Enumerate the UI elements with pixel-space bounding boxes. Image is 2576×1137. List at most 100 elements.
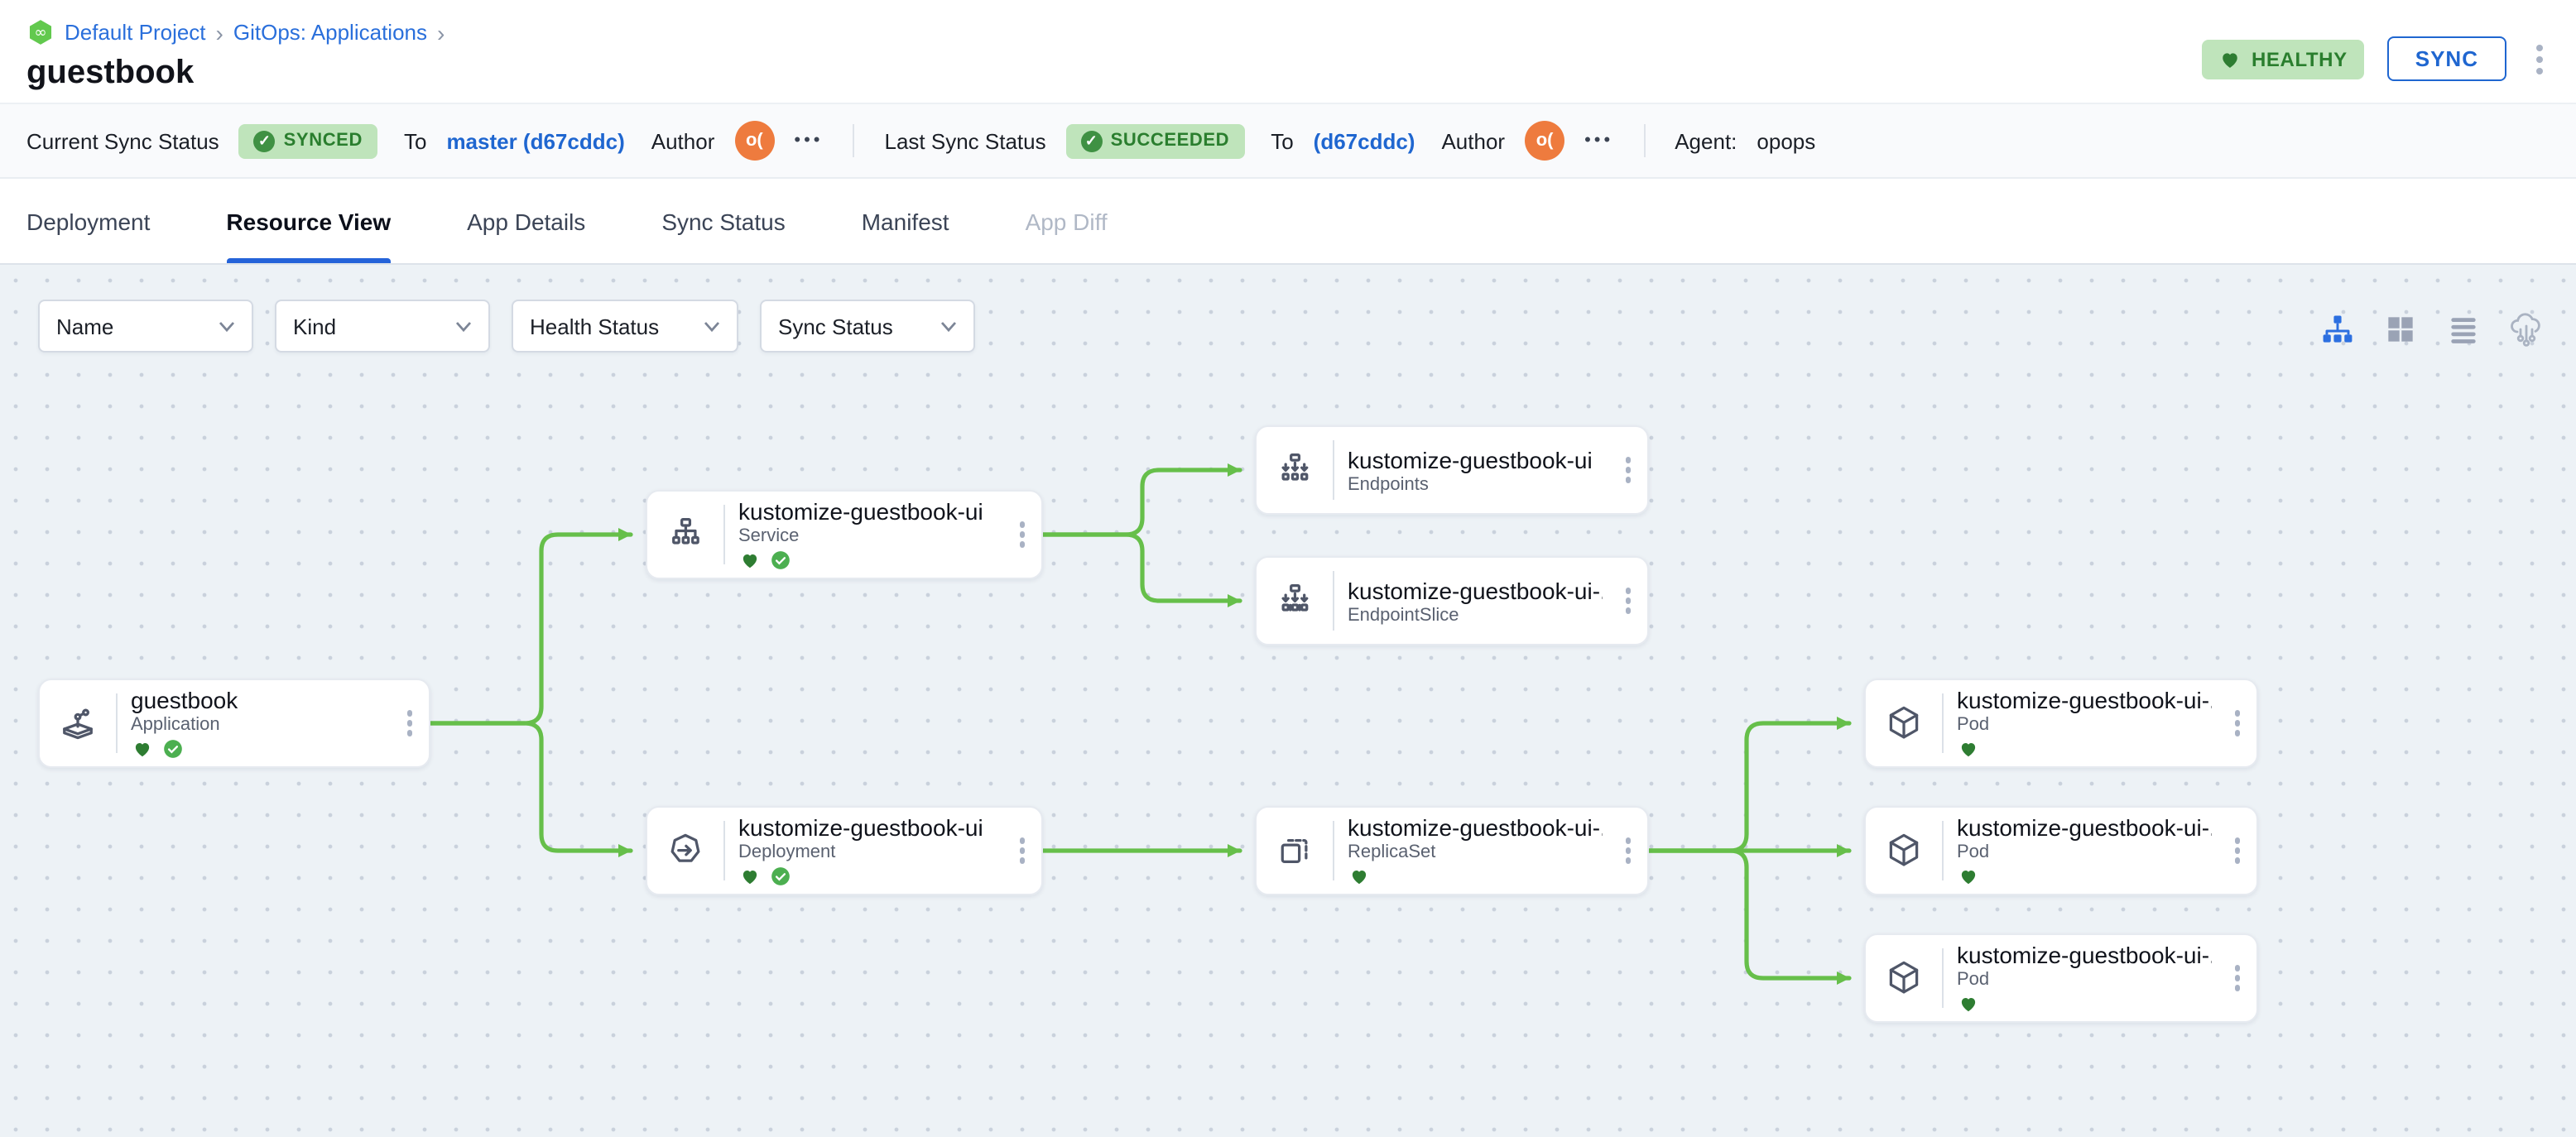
deployment-icon xyxy=(647,829,723,872)
sync-button[interactable]: SYNC xyxy=(2386,36,2506,81)
breadcrumb: ∞ Default Project › GitOps: Applications… xyxy=(26,0,2550,46)
healthy-heart-icon xyxy=(135,742,150,757)
succeeded-badge: ✓ SUCCEEDED xyxy=(1065,123,1245,158)
author-avatar[interactable]: o( xyxy=(1525,121,1565,161)
healthy-heart-icon xyxy=(1961,742,1976,757)
tab-manifest[interactable]: Manifest xyxy=(861,208,949,234)
tab-sync-status[interactable]: Sync Status xyxy=(661,208,786,234)
node-title: kustomize-guestbook-ui-... xyxy=(1348,577,1602,603)
filter-health-status-dropdown[interactable]: Health Status xyxy=(512,300,738,353)
service-icon xyxy=(647,513,723,556)
node-title: kustomize-guestbook-ui-... xyxy=(1957,942,2211,968)
node-kebab-menu-icon[interactable] xyxy=(396,701,422,746)
chevron-down-icon xyxy=(940,321,957,332)
commit-more-ellipsis[interactable]: ••• xyxy=(1584,131,1614,151)
node-title: kustomize-guestbook-ui xyxy=(738,498,983,525)
chevron-down-icon xyxy=(219,321,235,332)
healthy-heart-icon xyxy=(1961,997,1976,1012)
node-title: guestbook xyxy=(131,687,238,713)
node-kind: Pod xyxy=(1957,715,1990,735)
check-circle-icon: ✓ xyxy=(1080,130,1103,151)
health-status-badge: HEALTHY xyxy=(2201,39,2364,79)
breadcrumb-separator: › xyxy=(215,19,223,46)
node-kind: Service xyxy=(738,526,800,546)
node-kind: EndpointSlice xyxy=(1348,605,1459,625)
last-commit-link[interactable]: (d67cddc) xyxy=(1313,128,1415,153)
agent-value: opops xyxy=(1757,128,1816,153)
application-icon xyxy=(40,702,116,745)
node-pod-2[interactable]: kustomize-guestbook-ui-... Pod xyxy=(1864,806,2258,895)
author-label: Author xyxy=(1441,128,1506,153)
filter-name-dropdown[interactable]: Name xyxy=(38,300,253,353)
filter-label: Health Status xyxy=(530,314,660,338)
tab-resource-view[interactable]: Resource View xyxy=(226,179,392,263)
node-kebab-menu-icon[interactable] xyxy=(1009,828,1035,874)
node-replicaset[interactable]: kustomize-guestbook-ui-... ReplicaSet xyxy=(1255,806,1649,895)
filter-kind-dropdown[interactable]: Kind xyxy=(275,300,490,353)
kebab-menu-icon[interactable] xyxy=(2530,37,2550,80)
health-badge-label: HEALTHY xyxy=(2251,47,2348,70)
breadcrumb-separator: › xyxy=(437,19,445,46)
pod-icon xyxy=(1866,702,1942,745)
synced-badge-label: SYNCED xyxy=(283,131,363,151)
view-toggle-group xyxy=(2318,309,2546,349)
tab-app-details[interactable]: App Details xyxy=(467,208,586,234)
pod-icon xyxy=(1866,829,1942,872)
commit-more-ellipsis[interactable]: ••• xyxy=(794,131,824,151)
node-kebab-menu-icon[interactable] xyxy=(2224,828,2250,874)
grid-view-icon[interactable] xyxy=(2381,309,2420,349)
synced-check-icon xyxy=(771,867,790,885)
node-endpointslice[interactable]: kustomize-guestbook-ui-... EndpointSlice xyxy=(1255,556,1649,645)
page-header: ∞ Default Project › GitOps: Applications… xyxy=(0,0,2576,103)
breadcrumb-project-link[interactable]: Default Project xyxy=(65,20,206,45)
filter-label: Sync Status xyxy=(778,314,893,338)
node-endpoints[interactable]: kustomize-guestbook-ui Endpoints xyxy=(1255,425,1649,515)
breadcrumb-section-link[interactable]: GitOps: Applications xyxy=(233,20,427,45)
node-kebab-menu-icon[interactable] xyxy=(1615,828,1641,874)
replicaset-icon xyxy=(1257,829,1333,872)
to-label: To xyxy=(403,128,427,153)
node-title: kustomize-guestbook-ui-... xyxy=(1348,814,1602,841)
filter-sync-status-dropdown[interactable]: Sync Status xyxy=(760,300,975,353)
node-kebab-menu-icon[interactable] xyxy=(2224,701,2250,746)
node-kebab-menu-icon[interactable] xyxy=(1615,578,1641,624)
project-infinity-hexagon-icon: ∞ xyxy=(26,18,55,46)
node-pod-3[interactable]: kustomize-guestbook-ui-... Pod xyxy=(1864,933,2258,1023)
node-pod-1[interactable]: kustomize-guestbook-ui-... Pod xyxy=(1864,679,2258,768)
divider xyxy=(853,124,855,157)
node-kebab-menu-icon[interactable] xyxy=(1009,512,1035,558)
synced-check-icon xyxy=(164,740,182,758)
to-label: To xyxy=(1271,128,1294,153)
current-sync-status-label: Current Sync Status xyxy=(26,128,219,153)
author-label: Author xyxy=(651,128,715,153)
endpoints-icon xyxy=(1257,449,1333,492)
heart-icon xyxy=(2223,52,2237,67)
chevron-down-icon xyxy=(704,321,720,332)
healthy-heart-icon xyxy=(743,870,757,885)
check-circle-icon: ✓ xyxy=(253,130,276,151)
node-application-guestbook[interactable]: guestbook Application xyxy=(38,679,430,768)
divider xyxy=(1643,124,1646,157)
tab-deployment[interactable]: Deployment xyxy=(26,208,151,234)
tree-view-icon[interactable] xyxy=(2318,309,2357,349)
healthy-heart-icon xyxy=(1961,870,1976,885)
agent-label: Agent: xyxy=(1675,128,1737,153)
cloud-deploy-view-icon[interactable] xyxy=(2506,309,2546,349)
node-deployment[interactable]: kustomize-guestbook-ui Deployment xyxy=(646,806,1043,895)
current-commit-link[interactable]: master (d67cddc) xyxy=(446,128,625,153)
filter-bar: Name Kind Health Status Sync Status xyxy=(0,300,2576,353)
tab-bar: Deployment Resource View App Details Syn… xyxy=(0,179,2576,265)
list-view-icon[interactable] xyxy=(2444,309,2483,349)
node-kind: ReplicaSet xyxy=(1348,842,1436,862)
node-kind: Pod xyxy=(1957,970,1990,990)
node-service[interactable]: kustomize-guestbook-ui Service xyxy=(646,490,1043,579)
node-kebab-menu-icon[interactable] xyxy=(2224,956,2250,1001)
svg-text:∞: ∞ xyxy=(34,24,46,41)
chevron-down-icon xyxy=(455,321,472,332)
filter-label: Name xyxy=(56,314,114,338)
node-kind: Application xyxy=(131,715,220,735)
node-kebab-menu-icon[interactable] xyxy=(1615,448,1641,493)
author-avatar[interactable]: o( xyxy=(734,121,775,161)
sync-status-bar: Current Sync Status ✓ SYNCED To master (… xyxy=(0,103,2576,179)
